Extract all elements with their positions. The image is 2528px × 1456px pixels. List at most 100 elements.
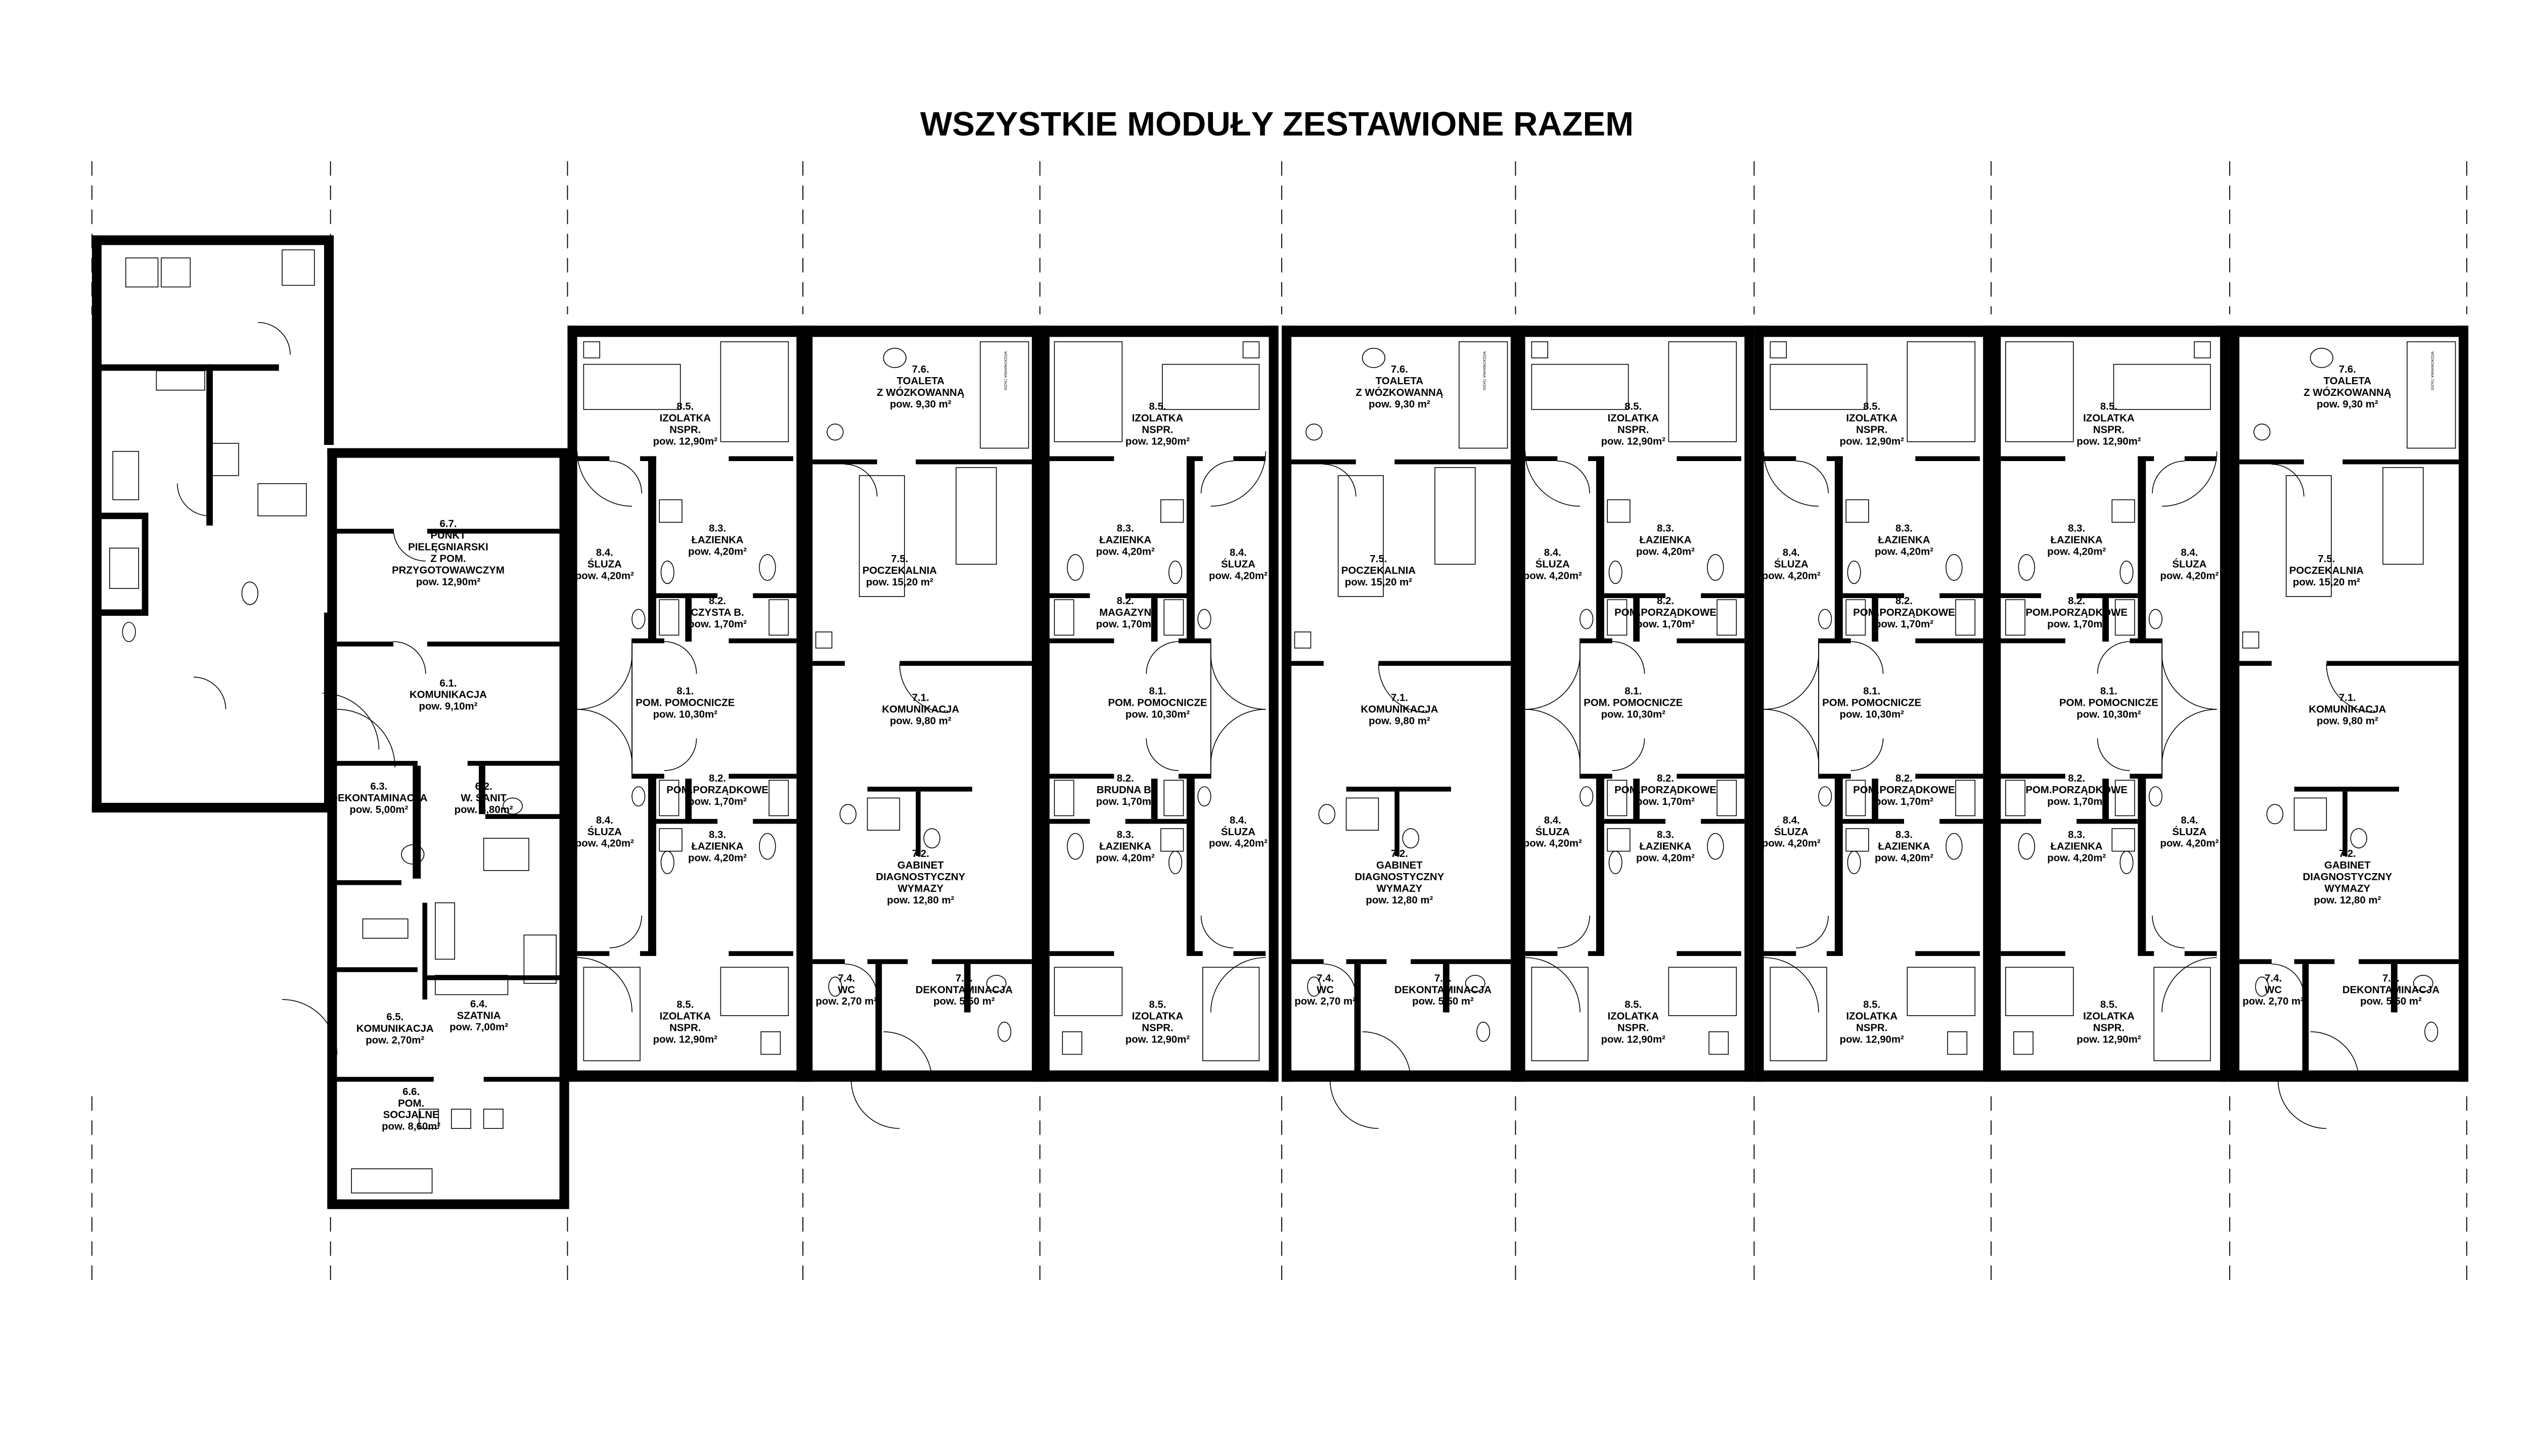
door-swing-icon bbox=[1210, 654, 1266, 710]
desk-icon bbox=[867, 797, 900, 831]
shelf bbox=[156, 370, 205, 391]
door-swing-icon bbox=[2161, 709, 2217, 764]
room-name: IZOLATKA bbox=[1846, 1011, 1898, 1022]
room-number: 8.4. bbox=[1230, 547, 1247, 558]
wall bbox=[685, 779, 692, 824]
table bbox=[125, 257, 159, 288]
room-area: pow. 12,80 m² bbox=[2314, 895, 2381, 906]
room-number: 7.5. bbox=[1370, 554, 1387, 565]
wall bbox=[142, 513, 149, 616]
wall bbox=[1394, 791, 1400, 856]
room-name: ŚLUZA bbox=[1774, 558, 1809, 570]
washbasin-icon bbox=[1362, 347, 1385, 368]
room-name: ŁAZIENKA bbox=[1639, 535, 1691, 546]
room-name: TOALETA bbox=[2324, 376, 2372, 387]
room-name: WYMAZY bbox=[1377, 883, 1423, 894]
desk-icon bbox=[2293, 797, 2327, 831]
wall bbox=[648, 456, 656, 642]
room-area: pow. 4,20m² bbox=[2160, 838, 2219, 849]
wall bbox=[479, 765, 485, 814]
room-area: pow. 12,80 m² bbox=[887, 895, 954, 906]
bed-icon bbox=[720, 967, 789, 1016]
room-name: POM. POMOCNICZE bbox=[1584, 698, 1683, 709]
door-swing-icon bbox=[2310, 1031, 2359, 1080]
wall bbox=[427, 528, 560, 534]
bed-icon bbox=[2005, 341, 2074, 442]
washbasin-icon bbox=[2310, 347, 2333, 368]
wall bbox=[2390, 964, 2398, 1013]
door-swing-icon bbox=[883, 1031, 932, 1080]
room-area: pow. 15,20 m² bbox=[1345, 577, 1412, 588]
wall bbox=[1233, 456, 1266, 461]
room-number: 8.1. bbox=[2100, 686, 2117, 697]
chair bbox=[161, 257, 191, 288]
room-number: 8.4. bbox=[596, 815, 613, 826]
bed-icon bbox=[583, 967, 641, 1062]
room-number: 8.5. bbox=[1863, 401, 1880, 413]
room-area: pow. 2,70 m² bbox=[816, 996, 877, 1007]
room-name: ŁAZIENKA bbox=[1878, 535, 1930, 546]
walls bbox=[92, 235, 2469, 1209]
wall bbox=[2342, 459, 2459, 465]
room-area: pow. 6,80m² bbox=[455, 804, 513, 815]
room-area: pow. 4,20m² bbox=[2047, 852, 2106, 863]
bed-icon bbox=[1202, 967, 1260, 1062]
bathtub-icon bbox=[2407, 341, 2456, 449]
wall bbox=[1515, 1070, 1751, 1082]
room-name: NSPR. bbox=[1617, 1023, 1649, 1034]
bathtub-icon bbox=[979, 341, 1029, 449]
room-name: BRUDNA B. bbox=[1097, 785, 1154, 796]
room-name: ŁAZIENKA bbox=[2051, 535, 2103, 546]
wall bbox=[2184, 951, 2217, 956]
wall bbox=[1040, 1070, 1276, 1082]
wall bbox=[812, 959, 845, 964]
toilet-icon bbox=[986, 975, 1007, 992]
wall bbox=[1701, 818, 1745, 824]
room-name: NSPR. bbox=[1856, 1023, 1887, 1034]
bed-icon bbox=[720, 341, 789, 442]
door-swing-icon bbox=[577, 957, 633, 1013]
bed-icon bbox=[1531, 363, 1629, 410]
wall bbox=[1515, 326, 1525, 1082]
room-number: 8.2. bbox=[1117, 596, 1134, 607]
room-name: POM. POMOCNICZE bbox=[636, 698, 735, 709]
wall bbox=[101, 364, 279, 371]
wall bbox=[567, 326, 803, 337]
chair-icon bbox=[923, 828, 940, 849]
lockers bbox=[435, 902, 456, 960]
room-number: 8.3. bbox=[2068, 830, 2085, 841]
wall bbox=[1525, 456, 1558, 461]
room-name: Z POM. bbox=[430, 554, 466, 565]
room-area: pow. 7,00m² bbox=[449, 1022, 508, 1033]
room-number: 6.4. bbox=[470, 998, 487, 1010]
room-name: POM.PORZĄDKOWE bbox=[2025, 785, 2128, 796]
room-number: 8.1. bbox=[676, 686, 694, 697]
wall bbox=[1939, 818, 1983, 824]
door-swing-icon bbox=[609, 916, 642, 948]
shelf-icon bbox=[2005, 599, 2025, 636]
lockers bbox=[523, 934, 557, 984]
door-swing-icon bbox=[1796, 461, 1829, 493]
toilet-icon bbox=[2119, 850, 2134, 875]
wall bbox=[875, 964, 882, 1077]
toilet-icon bbox=[2119, 560, 2134, 584]
toilet-icon bbox=[1168, 850, 1183, 875]
room-area: pow. 12,90m² bbox=[1601, 1034, 1666, 1045]
room-number: 6.1. bbox=[439, 678, 457, 689]
wall bbox=[729, 951, 793, 956]
room-name: Z WÓZKOWANNĄ bbox=[2304, 386, 2391, 398]
desk-icon bbox=[1345, 797, 1379, 831]
wall bbox=[867, 787, 972, 792]
room-number: 8.4. bbox=[1544, 547, 1561, 558]
room-area: pow. 9,80 m² bbox=[1369, 715, 1430, 726]
wall bbox=[1915, 951, 1980, 956]
